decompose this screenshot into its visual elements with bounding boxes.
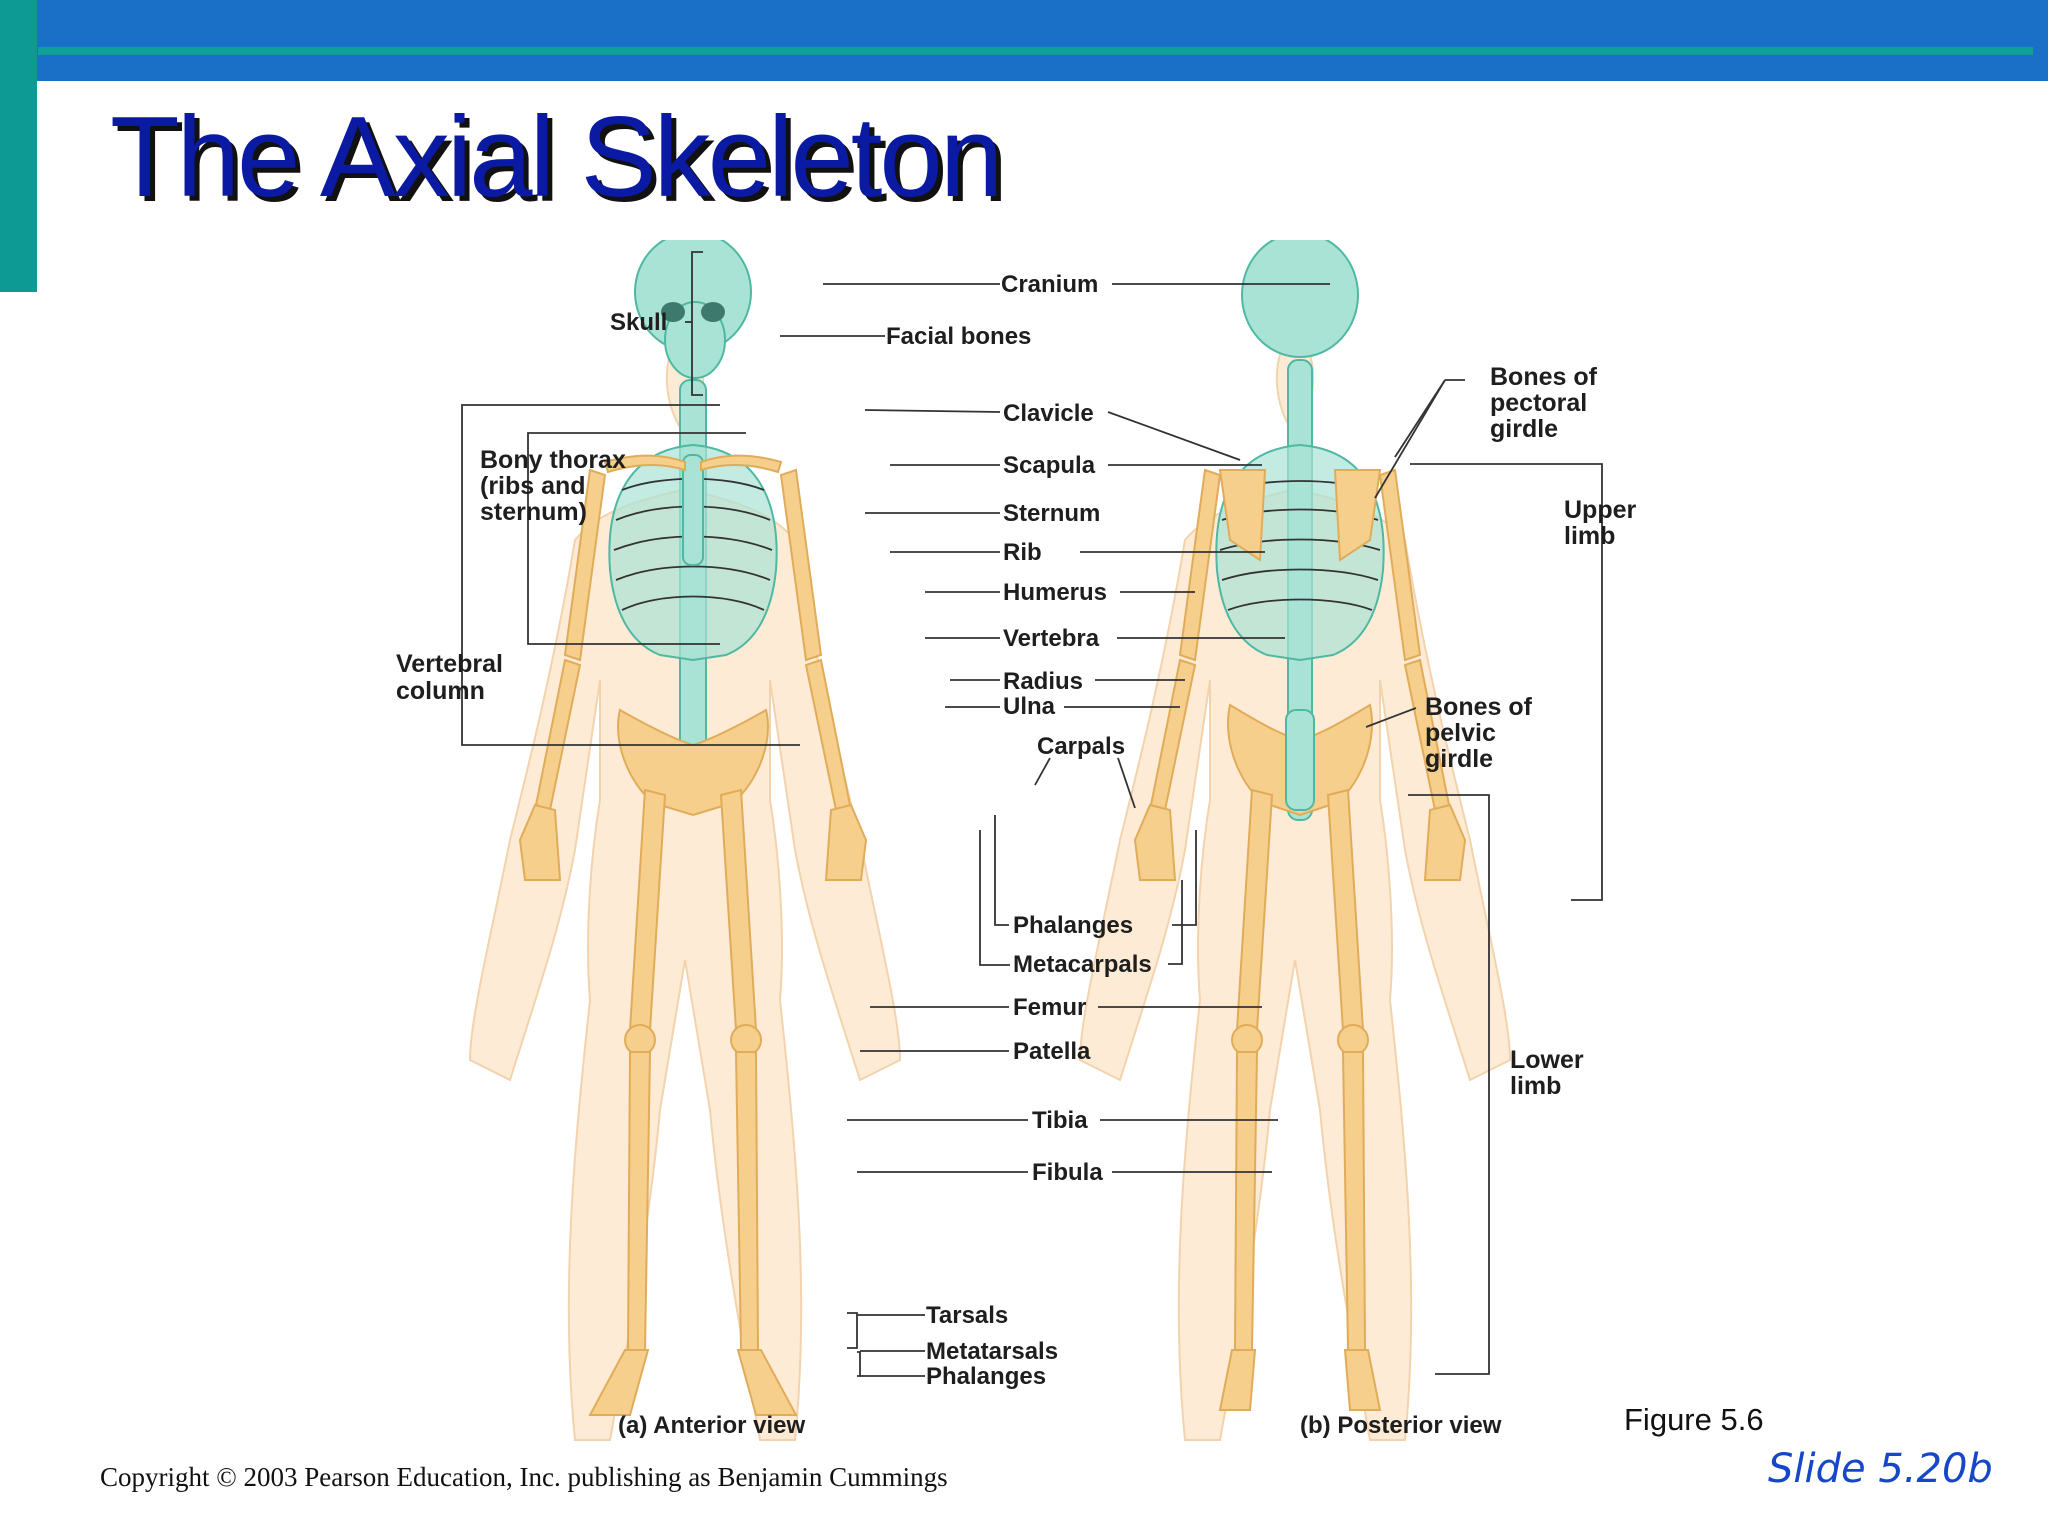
left-accent-bar: [0, 0, 37, 292]
view-captions: (a) Anterior view (b) Posterior view: [618, 1412, 1502, 1439]
label-tibia: Tibia: [1032, 1107, 1088, 1134]
label-bony-thorax: Bony thorax (ribs and sternum): [480, 446, 633, 526]
caption-anterior-view: (a) Anterior view: [618, 1412, 805, 1439]
label-phalanges-hand: Phalanges: [1013, 912, 1133, 939]
figure-number: Figure 5.6: [1624, 1402, 1764, 1437]
label-metacarpals: Metacarpals: [1013, 951, 1152, 978]
skeleton-figure: Skull Cranium Facial bones Clavicle Scap…: [360, 240, 1720, 1450]
top-accent-stripe: [38, 47, 2033, 55]
label-clavicle: Clavicle: [1003, 400, 1094, 427]
label-metatarsals: Metatarsals: [926, 1338, 1058, 1365]
label-rib: Rib: [1003, 539, 1042, 566]
slide-number: Slide 5.20b: [1768, 1446, 1993, 1492]
posterior-skeleton-illustration: [1078, 240, 1512, 1441]
label-patella: Patella: [1013, 1038, 1091, 1065]
label-lower-limb: Lower limb: [1510, 1046, 1591, 1100]
group-labels: Bony thorax (ribs and sternum) Vertebral…: [396, 363, 1643, 1100]
skeleton-diagram: Skull Cranium Facial bones Clavicle Scap…: [396, 240, 1643, 1441]
label-pectoral-girdle: Bones of pectoral girdle: [1490, 363, 1604, 443]
anterior-skeleton-illustration: [468, 240, 902, 1441]
label-skull: Skull: [610, 309, 667, 336]
label-radius: Radius: [1003, 668, 1083, 695]
label-humerus: Humerus: [1003, 579, 1107, 606]
label-upper-limb: Upper limb: [1564, 496, 1643, 550]
label-tarsals: Tarsals: [926, 1302, 1008, 1329]
top-title-bar: [0, 0, 2048, 81]
label-vertebral-column: Vertebral column: [396, 650, 510, 705]
caption-posterior-view: (b) Posterior view: [1300, 1412, 1502, 1439]
label-ulna: Ulna: [1003, 693, 1056, 720]
label-cranium: Cranium: [1001, 271, 1098, 298]
label-carpals: Carpals: [1037, 733, 1125, 760]
label-vertebra: Vertebra: [1003, 625, 1100, 652]
label-scapula: Scapula: [1003, 452, 1096, 479]
label-phalanges-foot: Phalanges: [926, 1363, 1046, 1390]
bone-labels: Skull Cranium Facial bones Clavicle Scap…: [610, 271, 1152, 1390]
label-facial-bones: Facial bones: [886, 323, 1031, 350]
slide-title: The Axial Skeleton: [110, 94, 1003, 221]
label-fibula: Fibula: [1032, 1159, 1103, 1186]
leader-lines: [685, 251, 1330, 1377]
group-brackets: [461, 379, 1603, 1375]
label-sternum: Sternum: [1003, 500, 1100, 527]
label-pelvic-girdle: Bones of pelvic girdle: [1425, 693, 1539, 773]
label-femur: Femur: [1013, 994, 1086, 1021]
copyright-notice: Copyright © 2003 Pearson Education, Inc.…: [100, 1462, 948, 1492]
